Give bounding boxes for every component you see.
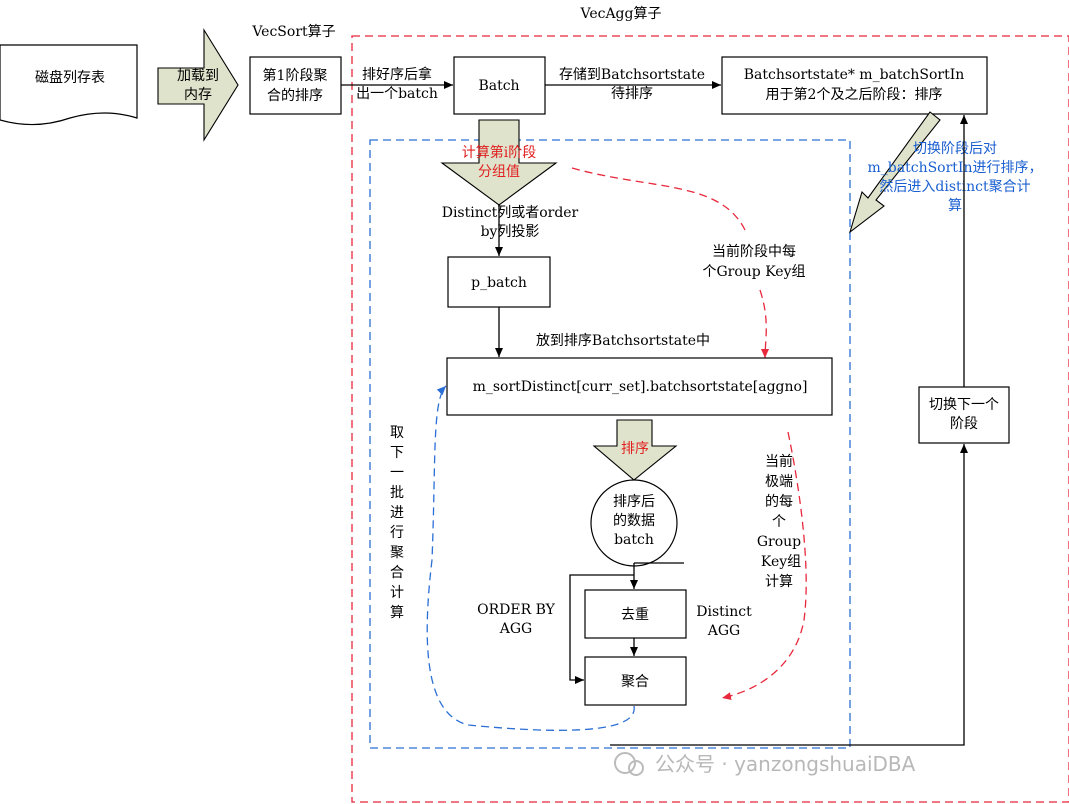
stage1-sort-box (249, 56, 342, 115)
disk-table-shape (0, 44, 138, 126)
distinct-agg-label-1: Distinct (696, 604, 752, 620)
order-by-agg-label-2: AGG (499, 621, 532, 637)
switch-next-label-1: 切换下一个 (929, 396, 999, 413)
disk-table-label: 磁盘列存表 (35, 69, 105, 86)
sorted-label-2: 的数据 (613, 513, 655, 529)
switch-sort-label-4: 算 (948, 198, 962, 214)
next-batch-char: 批 (390, 485, 404, 501)
store-label-1: 存储到Batchsortstate (559, 67, 705, 83)
extreme-line: 计算 (765, 574, 793, 590)
p-batch-box (447, 256, 551, 308)
sorted-label-3: batch (614, 532, 654, 548)
distinct-agg-label-2: AGG (707, 623, 740, 639)
sort-distinct-box (446, 357, 833, 416)
sort-distinct-label: m_sortDistinct[curr_set].batchsortstate[… (473, 379, 808, 395)
wechat-icon (614, 752, 636, 774)
extreme-line: 个 (772, 514, 786, 530)
aggregate-label: 聚合 (621, 674, 649, 690)
sort-label: 排序 (621, 441, 649, 457)
next-batch-dashed-arrow (426, 385, 635, 731)
after-sort-label-1: 排好序后拿 (362, 66, 432, 83)
sorted-label-1: 排序后 (613, 494, 655, 510)
load-arrow (157, 28, 239, 142)
watermark: 公众号 · yanzongshuaiDBA (614, 752, 916, 776)
next-batch-char: 取 (390, 425, 404, 441)
extreme-line: 当前 (765, 453, 793, 470)
next-batch-char: 计 (390, 585, 404, 601)
load-label-2: 内存 (184, 87, 212, 103)
feedback-line-bottom (610, 444, 968, 746)
next-batch-char: 算 (390, 605, 404, 621)
next-batch-char: 行 (390, 525, 404, 541)
sort-arrow (592, 419, 678, 481)
dedup-label: 去重 (621, 607, 649, 623)
compute-group-label-2: 分组值 (478, 164, 520, 180)
switch-sort-label-3: 然后进入distinct聚合计 (879, 178, 1030, 195)
switch-next-stage-box (918, 386, 1010, 444)
load-label-1: 加载到 (177, 68, 219, 84)
put-into-sort-label: 放到排序Batchsortstate中 (536, 333, 710, 349)
batch-box (453, 56, 546, 115)
extreme-line: 极端 (765, 474, 793, 490)
projection-label-2: by列投影 (481, 224, 540, 240)
order-by-loop (569, 574, 634, 684)
switch-next-label-2: 阶段 (950, 416, 978, 432)
group-key-label-1: 当前阶段中每 (712, 243, 796, 260)
order-by-agg-label-1: ORDER BY (477, 602, 555, 618)
wechat-icon-inner (628, 760, 644, 776)
extreme-line: Key组 (761, 554, 801, 570)
extreme-line: 的每 (765, 494, 793, 510)
next-batch-label: 取 下 一 批 进 行 聚 合 计 算 (390, 425, 404, 621)
vecsort-title: VecSort算子 (251, 24, 335, 40)
after-sort-label-2: 出一个batch (356, 86, 438, 102)
next-batch-char: 聚 (390, 545, 404, 561)
dedup-box (584, 589, 687, 639)
extreme-line: Group (757, 534, 801, 550)
stage1-label-1: 第1阶段聚 (263, 67, 328, 84)
aggregate-box (584, 656, 687, 706)
compute-group-arrow (440, 119, 558, 206)
p-batch-label: p_batch (471, 275, 527, 291)
stage1-label-2: 合的排序 (267, 88, 323, 104)
next-batch-char: 一 (390, 465, 404, 481)
extreme-dashed-arrow (721, 431, 807, 701)
next-batch-char: 进 (390, 505, 404, 521)
extreme-label: 当前 极端 的每 个 Group Key组 计算 (757, 453, 801, 590)
switch-sort-arrow (848, 111, 941, 234)
watermark-text: 公众号 · yanzongshuaiDBA (655, 752, 916, 776)
distinct-region (369, 139, 851, 749)
switch-sort-label-2: m_batchSortIn进行排序， (868, 160, 1043, 176)
compute-group-label-1: 计算第i阶段 (462, 144, 536, 161)
group-key-dashed-arrow (571, 167, 766, 358)
store-label-2: 待排序 (611, 86, 653, 102)
vecagg-region (351, 35, 1069, 803)
bss-label-1: Batchsortstate* m_batchSortIn (744, 67, 965, 83)
batch-label: Batch (478, 78, 519, 94)
group-key-label-2: 个Group Key组 (702, 264, 805, 280)
switch-sort-label-1: 切换阶段后对 (913, 140, 997, 157)
batchsortstate-box (721, 56, 988, 115)
next-batch-char: 下 (390, 445, 404, 461)
next-batch-char: 合 (390, 565, 404, 581)
bss-label-2: 用于第2个及之后阶段：排序 (766, 86, 943, 103)
vecagg-title: VecAgg算子 (580, 6, 662, 22)
projection-label-1: Distinct列或者order (442, 205, 579, 221)
